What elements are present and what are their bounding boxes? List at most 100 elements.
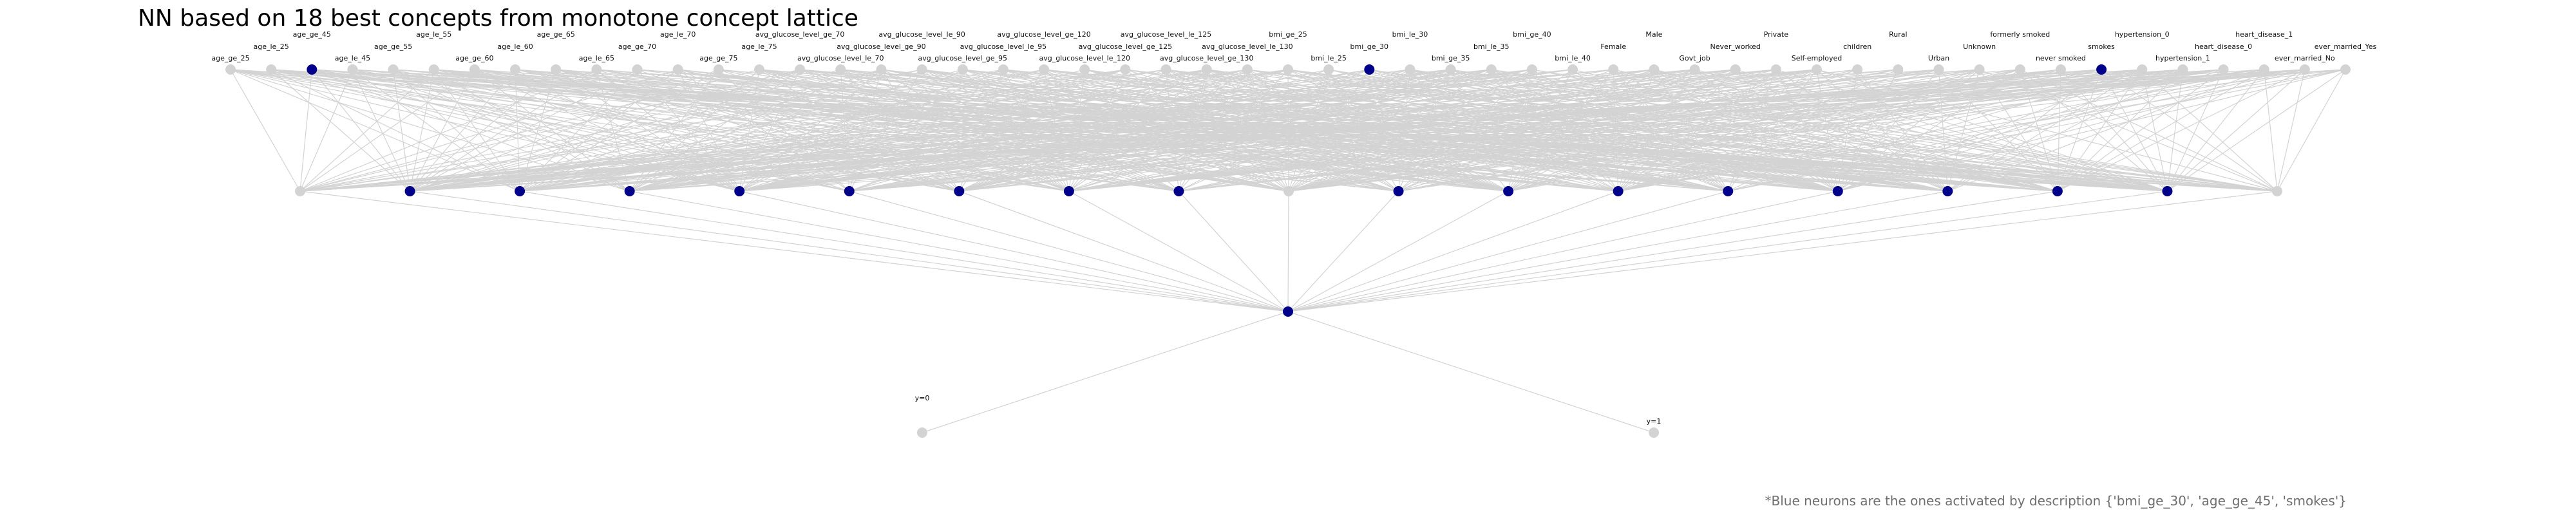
input-neuron-label: avg_glucose_level_ge_125 <box>1079 42 1172 51</box>
input-neuron <box>1201 64 1212 75</box>
input-neuron <box>876 64 887 75</box>
input-neuron-label: Govt_job <box>1679 54 1710 62</box>
hidden-neuron <box>1063 186 1074 196</box>
hidden-neuron <box>1393 186 1404 196</box>
hidden-neuron <box>1832 186 1843 196</box>
edge-input-hidden <box>311 69 411 192</box>
input-neuron-label: age_ge_60 <box>455 54 493 62</box>
input-neuron <box>2137 64 2148 75</box>
edge-input-hidden <box>271 69 740 192</box>
edge-input-hidden <box>230 69 740 192</box>
input-neuron <box>835 64 846 75</box>
edge-input-hidden <box>393 69 411 192</box>
edge-input-hidden <box>1288 69 1776 192</box>
input-neuron-label: age_ge_55 <box>374 42 412 51</box>
edge-hidden-hidden <box>1287 191 1399 312</box>
input-neuron-label: Male <box>1645 30 1662 39</box>
edge-input-hidden <box>759 69 1070 192</box>
edge-input-hidden <box>515 69 2168 192</box>
input-neuron-label: Female <box>1600 42 1626 51</box>
input-neuron-label: age_le_55 <box>416 30 451 39</box>
edge-input-hidden <box>637 69 2168 192</box>
edge-input-hidden <box>410 69 475 192</box>
input-neuron <box>225 64 236 75</box>
hidden-neuron <box>1173 186 1184 196</box>
input-neuron-label: age_ge_65 <box>537 30 575 39</box>
edge-input-hidden <box>637 69 2058 192</box>
input-neuron <box>307 64 317 75</box>
edge-input-hidden <box>881 69 1728 192</box>
edge-input-hidden <box>739 69 963 192</box>
input-neuron-label: bmi_le_40 <box>1555 54 1591 62</box>
labels-layer: age_ge_25age_le_25age_ge_45age_le_45age_… <box>211 30 2376 426</box>
edge-hidden-hidden <box>959 191 1289 312</box>
input-neuron <box>1689 64 1700 75</box>
edge-input-hidden <box>1450 69 2278 192</box>
hidden-neuron <box>624 186 635 196</box>
edge-input-hidden <box>1206 69 2278 192</box>
edge-input-hidden <box>352 69 520 192</box>
edge-hidden-hidden <box>410 191 1289 312</box>
edge-input-hidden <box>519 69 719 192</box>
input-neuron-label: bmi_ge_25 <box>1269 30 1307 39</box>
edge-input-hidden <box>299 69 354 192</box>
input-neuron <box>1526 64 1537 75</box>
edge-input-hidden <box>433 69 520 192</box>
edge-input-hidden <box>230 69 849 192</box>
hidden-neuron <box>515 186 526 196</box>
input-neuron-label: bmi_le_30 <box>1392 30 1428 39</box>
input-neuron-label: avg_glucose_level_ge_130 <box>1160 54 1253 62</box>
input-neuron <box>713 64 724 75</box>
input-neuron <box>551 64 562 75</box>
edge-input-hidden <box>1618 69 1736 192</box>
input-neuron-label: age_ge_70 <box>618 42 656 51</box>
edge-hidden-hidden <box>1287 191 1289 312</box>
edge-input-hidden <box>1178 69 1208 192</box>
input-neuron-label: heart_disease_0 <box>2195 42 2252 51</box>
input-neuron-label: Rural <box>1889 30 1907 39</box>
input-neuron-label: age_le_65 <box>579 54 614 62</box>
edge-hidden-hidden <box>1287 191 1728 312</box>
input-neuron <box>754 64 764 75</box>
input-neuron-label: avg_glucose_level_ge_120 <box>997 30 1090 39</box>
hidden-neuron <box>1613 186 1624 196</box>
edge-input-hidden <box>312 69 740 192</box>
input-neuron <box>1323 64 1334 75</box>
edge-input-hidden <box>1288 69 1817 192</box>
edge-input-hidden <box>2060 69 2168 192</box>
edge-input-hidden <box>271 69 2278 192</box>
edge-input-hidden <box>352 69 411 192</box>
edge-input-hidden <box>1531 69 2278 192</box>
edge-input-hidden <box>1727 69 1817 192</box>
input-neuron-label: avg_glucose_level_ge_90 <box>837 42 925 51</box>
edge-input-hidden <box>1125 69 1289 192</box>
edge-input-hidden <box>1727 69 1777 192</box>
hidden-neuron <box>2052 186 2063 196</box>
edge-hidden-hidden <box>629 191 1289 312</box>
diagram-title: NN based on 18 best concepts from monoto… <box>138 5 858 32</box>
hidden-neuron <box>295 186 305 196</box>
edge-hidden-hidden <box>1287 191 1838 312</box>
edge-input-hidden <box>1618 69 2102 192</box>
edge-input-hidden <box>2057 69 2061 192</box>
input-neuron <box>428 64 439 75</box>
input-neuron-label: Never_worked <box>1710 42 1761 51</box>
edge-input-hidden <box>1816 69 2278 192</box>
edge-input-hidden <box>1816 69 2168 192</box>
input-neuron <box>2014 64 2025 75</box>
edge-input-hidden <box>270 69 410 192</box>
input-neuron <box>510 64 521 75</box>
input-neuron-label: avg_glucose_level_le_90 <box>878 30 965 39</box>
input-neuron-label: ever_married_No <box>2275 54 2335 62</box>
input-neuron-label: avg_glucose_level_le_120 <box>1039 54 1130 62</box>
edge-input-hidden <box>840 69 1070 192</box>
input-neuron <box>1160 64 1171 75</box>
edge-input-hidden <box>2057 69 2264 192</box>
edge-input-hidden <box>299 69 435 192</box>
edge-input-hidden <box>312 69 1948 192</box>
output-neuron-label: y=1 <box>1647 417 1662 426</box>
edge-input-hidden <box>1979 69 2278 192</box>
input-neuron-label: formerly smoked <box>1990 30 2050 39</box>
hidden-neuron <box>1283 186 1294 196</box>
edge-input-hidden <box>393 69 630 192</box>
